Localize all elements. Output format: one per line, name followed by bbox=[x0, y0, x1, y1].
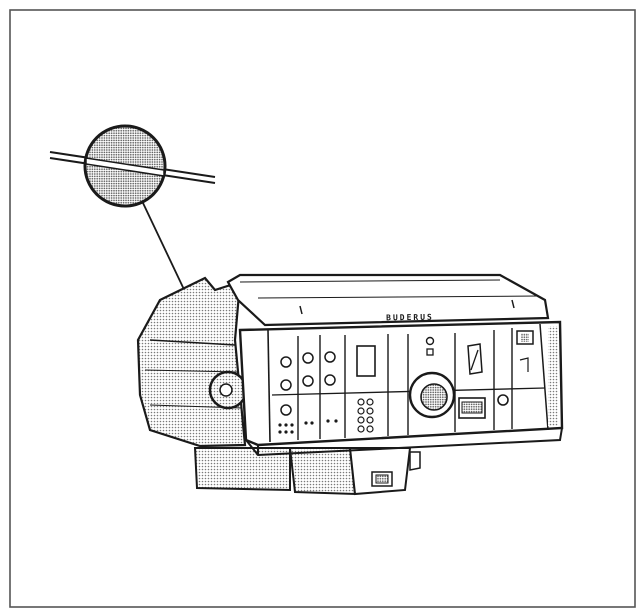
keypad-buttons bbox=[357, 398, 374, 433]
mounting-base bbox=[193, 447, 421, 496]
front-control-panel bbox=[238, 320, 564, 457]
lens-wire-band bbox=[85, 157, 165, 177]
housing-left-body bbox=[136, 276, 248, 448]
pilot-light bbox=[425, 336, 435, 346]
indicator-dots bbox=[278, 419, 338, 434]
reset-knob bbox=[497, 394, 509, 406]
module-buttons bbox=[280, 351, 336, 416]
detail-magnifier bbox=[49, 124, 227, 379]
module-dividers bbox=[297, 328, 513, 440]
housing-top-lid: BUDERUS bbox=[226, 273, 550, 327]
small-indicator bbox=[426, 348, 434, 356]
display-window bbox=[356, 345, 376, 377]
brand-label: BUDERUS bbox=[386, 313, 434, 323]
page-border bbox=[9, 9, 636, 608]
